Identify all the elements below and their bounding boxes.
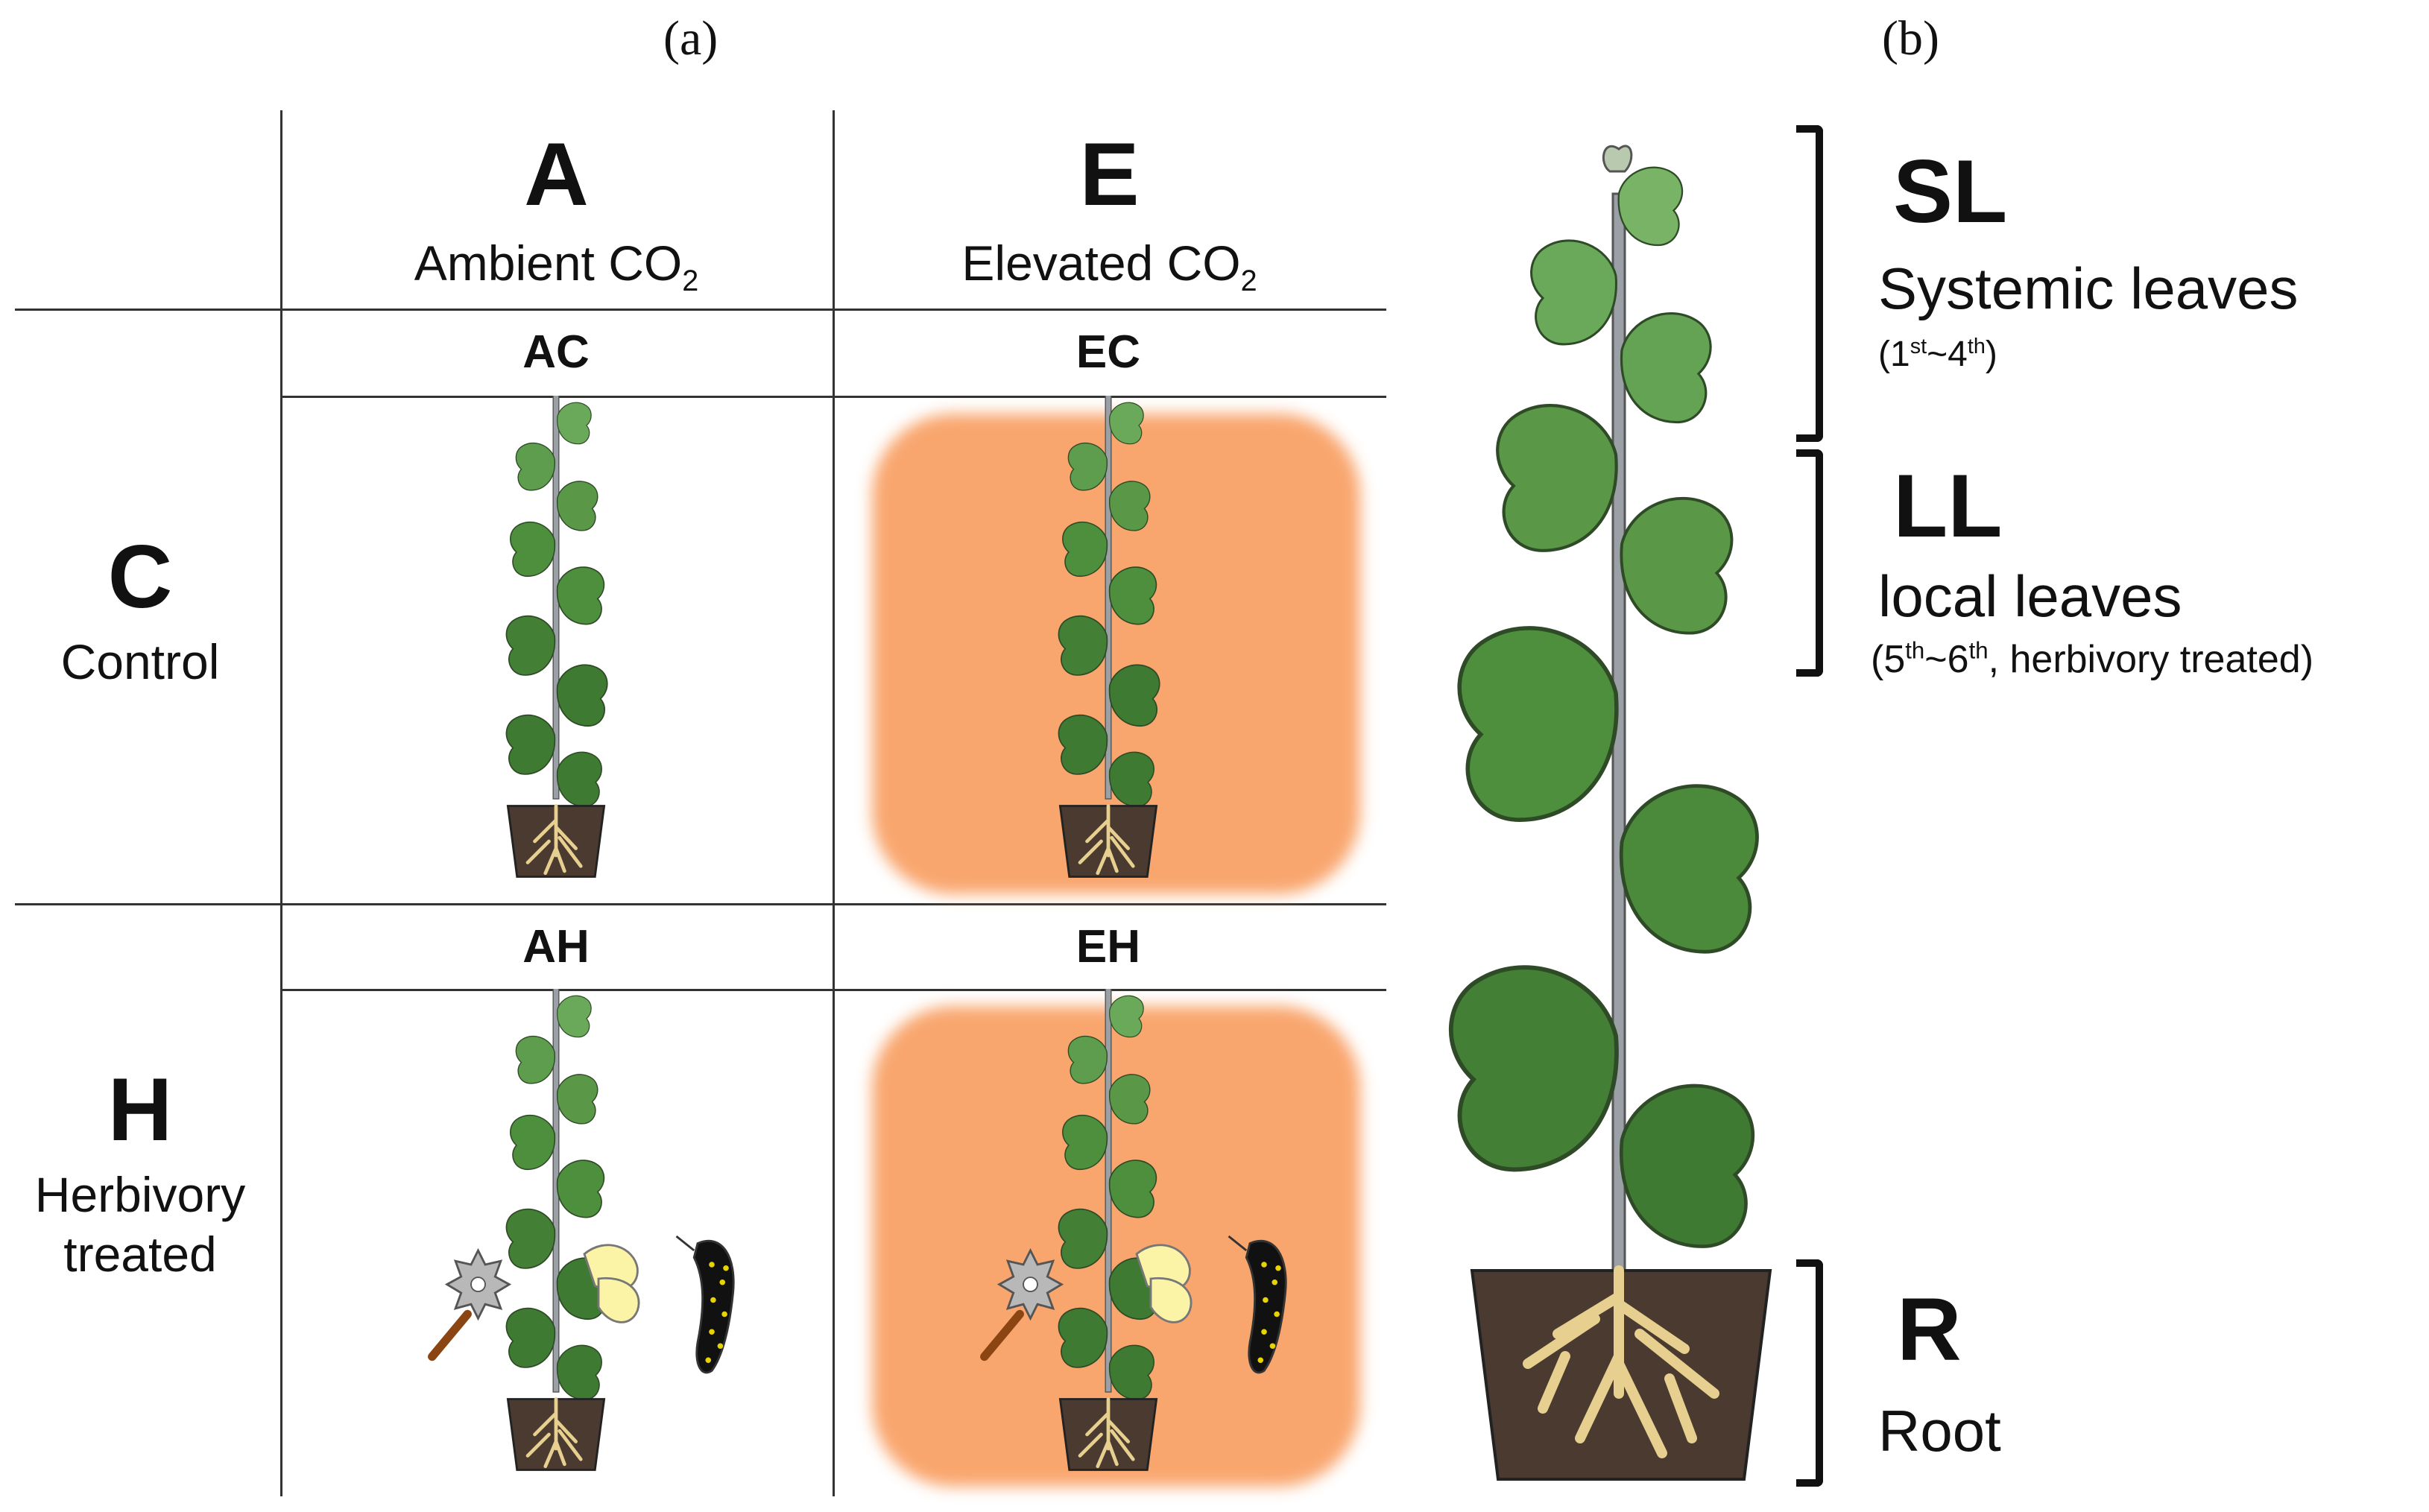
part-code-LL: LL [1893, 456, 2003, 556]
row-label-H-line2: treated [63, 1227, 217, 1282]
cell-code-EH: EH [1075, 921, 1141, 972]
row-label-C: Control [60, 634, 220, 689]
cell-code-AH: AH [522, 921, 590, 972]
grid-row-line-3 [15, 903, 1386, 905]
column-code-E: E [1079, 124, 1140, 224]
column-code-A: A [524, 124, 589, 224]
plant-parts-illustration [1446, 145, 1772, 1481]
part-label-SL: Systemic leaves [1878, 256, 2299, 321]
part-range-LL: (5th~6th, herbivory treated) [1871, 637, 2314, 681]
grid-divider-left [280, 110, 282, 1496]
cell-code-AC: AC [522, 326, 590, 378]
bracket-root [1796, 1259, 1823, 1487]
plant-ah-illustration [280, 989, 833, 1496]
row-label-H-line1: Herbivory [34, 1167, 246, 1222]
row-code-H: H [107, 1060, 173, 1160]
plant-ac-illustration [280, 396, 833, 903]
part-code-SL: SL [1893, 142, 2008, 241]
column-label-A: Ambient CO2 [414, 235, 699, 298]
plant-eh-illustration [833, 989, 1386, 1496]
grid-row-line-4 [280, 989, 1386, 991]
panel-label-b: (b) [1882, 11, 1939, 66]
part-label-R: Root [1878, 1398, 2001, 1464]
grid-divider-middle [833, 110, 835, 1496]
bracket-systemic-leaves [1796, 125, 1823, 442]
row-code-C: C [107, 527, 173, 627]
column-label-E: Elevated CO2 [961, 235, 1257, 298]
part-range-SL: (1st~4th) [1878, 335, 1997, 374]
grid-row-line-2 [280, 396, 1386, 398]
panel-label-a: (a) [663, 11, 718, 66]
grid-row-line-1 [15, 309, 1386, 311]
part-label-LL: local leaves [1878, 563, 2182, 629]
plant-ec-illustration [833, 396, 1386, 903]
part-code-R: R [1897, 1279, 1962, 1379]
bracket-local-leaves [1796, 449, 1823, 677]
cell-code-EC: EC [1075, 326, 1141, 378]
